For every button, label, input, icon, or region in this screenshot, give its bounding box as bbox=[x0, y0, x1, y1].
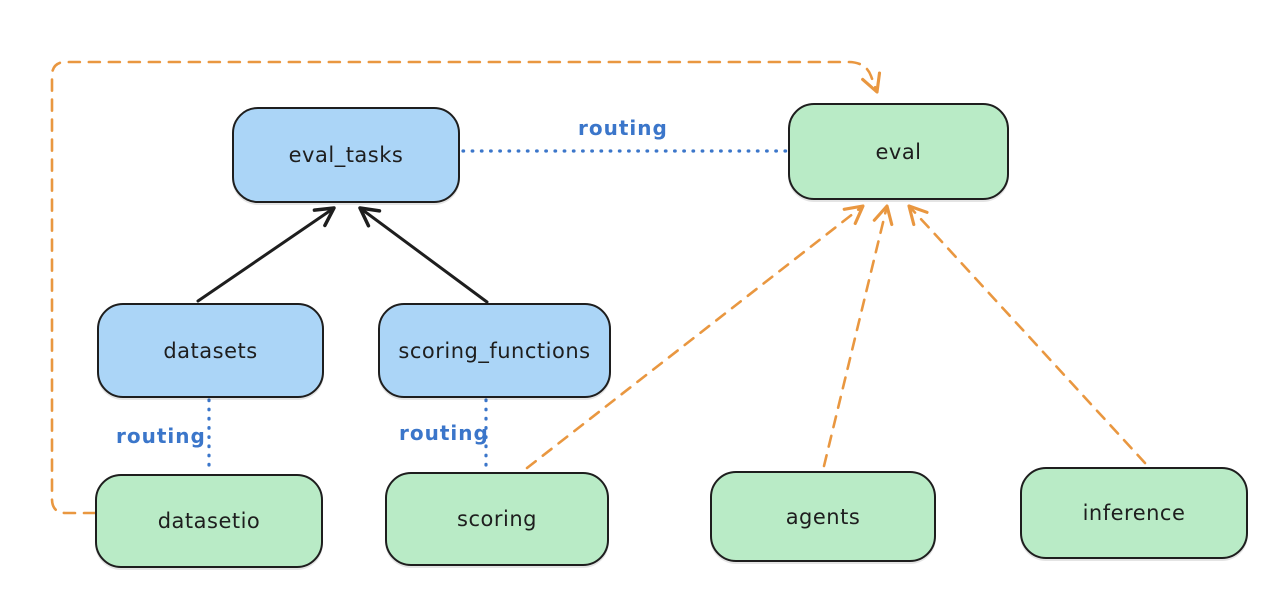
routing-label-datasets-datasetio: routing bbox=[116, 424, 206, 448]
node-scoring-functions-label: scoring_functions bbox=[398, 338, 591, 363]
routing-label-scoring-functions-scoring: routing bbox=[399, 421, 489, 445]
node-eval-tasks: eval_tasks bbox=[232, 107, 460, 203]
edge-scoring-functions-to-eval-tasks bbox=[358, 206, 489, 304]
node-scoring: scoring bbox=[385, 472, 609, 566]
node-eval-tasks-label: eval_tasks bbox=[288, 143, 404, 167]
node-scoring-label: scoring bbox=[457, 507, 537, 531]
node-inference: inference bbox=[1020, 467, 1248, 559]
edge-agents-to-eval bbox=[822, 204, 894, 468]
routing-label-eval-tasks-eval: routing bbox=[578, 116, 668, 140]
node-datasets: datasets bbox=[97, 303, 324, 398]
edge-inference-to-eval bbox=[907, 204, 1147, 465]
node-eval: eval bbox=[788, 103, 1009, 200]
node-datasetio-label: datasetio bbox=[157, 509, 261, 533]
edge-datasets-to-eval-tasks bbox=[196, 206, 336, 303]
node-agents: agents bbox=[710, 471, 936, 562]
node-datasetio: datasetio bbox=[95, 474, 323, 568]
node-datasets-label: datasets bbox=[163, 338, 258, 363]
node-agents-label: agents bbox=[785, 504, 861, 529]
node-scoring-functions: scoring_functions bbox=[378, 303, 611, 398]
node-inference-label: inference bbox=[1082, 501, 1186, 525]
node-eval-label: eval bbox=[875, 139, 922, 164]
